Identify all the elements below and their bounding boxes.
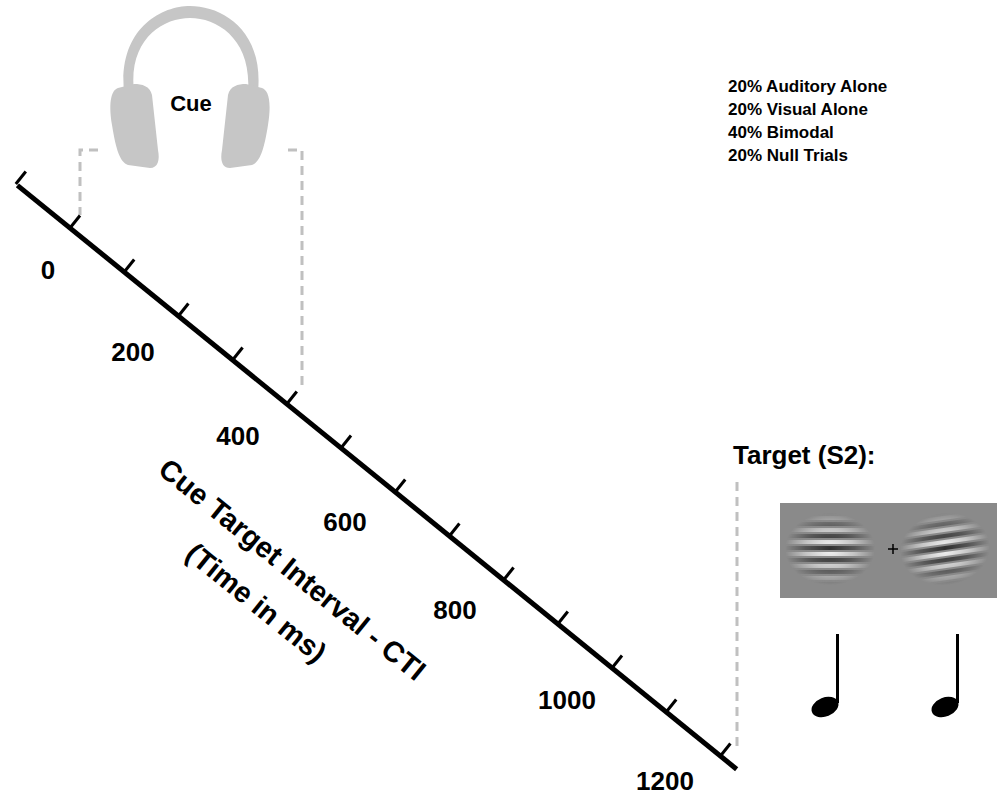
gabor-display <box>780 503 997 598</box>
trial-proportion: 20% Auditory Alone <box>728 78 887 95</box>
axis-tick <box>666 700 676 713</box>
trial-proportion: 20% Null Trials <box>728 147 848 164</box>
axis-tick <box>558 612 568 625</box>
axis-tick <box>233 348 243 361</box>
tick-label: 600 <box>323 509 366 535</box>
headphones-icon <box>110 6 269 168</box>
axis-tick <box>16 172 26 185</box>
axis-tick <box>178 304 188 317</box>
tick-label: 200 <box>111 339 154 365</box>
trial-proportion: 40% Bimodal <box>728 124 834 141</box>
axis-tick <box>287 392 297 405</box>
axis-tick <box>395 480 405 493</box>
axis-tick <box>449 524 459 537</box>
axis-tick <box>341 436 351 449</box>
axis-tick <box>720 744 730 757</box>
tick-label: 1000 <box>538 687 596 713</box>
axis-tick <box>70 216 80 229</box>
tick-label: 1200 <box>636 768 694 794</box>
tick-label: 0 <box>41 257 55 283</box>
axis-tick <box>504 568 514 581</box>
trial-proportion: 20% Visual Alone <box>728 101 868 118</box>
time-axis <box>16 172 737 770</box>
cue-bracket <box>80 150 737 752</box>
target-heading: Target (S2): <box>733 442 876 468</box>
axis-tick <box>612 656 622 669</box>
tick-label: 800 <box>433 597 476 623</box>
cue-label: Cue <box>170 93 212 115</box>
tick-label: 400 <box>216 423 259 449</box>
musical-notes <box>808 634 961 721</box>
axis-tick <box>124 260 134 273</box>
axis-line <box>17 185 736 769</box>
